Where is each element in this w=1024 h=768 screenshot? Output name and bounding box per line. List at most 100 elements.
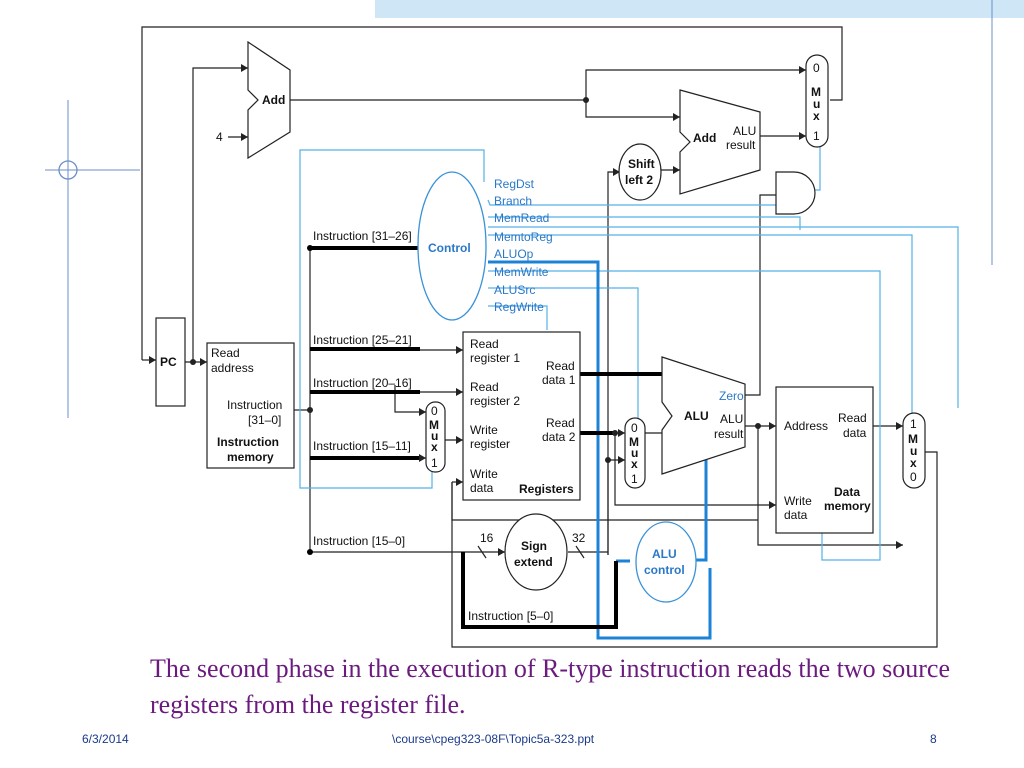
field-20-16: Instruction [20–16] bbox=[313, 376, 412, 390]
instruction-field-labels: Instruction [31–26] Instruction [25–21] … bbox=[313, 229, 553, 623]
alu-control-unit: ALU control bbox=[635, 521, 697, 603]
shift-left-unit: Shift left 2 bbox=[618, 143, 662, 201]
active-paths bbox=[310, 246, 712, 640]
footer-path: \course\cpeg323-08F\Topic5a-323.ppt bbox=[392, 732, 595, 746]
read-data2-2: data 2 bbox=[542, 430, 576, 444]
write-reg-2: register bbox=[470, 437, 510, 451]
signal-regdst: RegDst bbox=[494, 177, 535, 191]
alusrc-mux-in0: 0 bbox=[631, 421, 638, 435]
branch-add-label: Add bbox=[693, 131, 716, 145]
instruction-memory-title-2: memory bbox=[227, 450, 274, 464]
field-15-0: Instruction [15–0] bbox=[313, 534, 405, 548]
control-unit: Control bbox=[417, 171, 487, 321]
read-data1-1: Read bbox=[546, 359, 575, 373]
pc-label: PC bbox=[160, 355, 177, 369]
instruction-memory-title-1: Instruction bbox=[217, 435, 279, 449]
sign-extend-label-2: extend bbox=[514, 555, 553, 569]
write-register-mux: 0 M u x 1 bbox=[425, 401, 446, 473]
instruction-label-2: [31–0] bbox=[248, 413, 281, 427]
dm-title-2: memory bbox=[824, 499, 871, 513]
pc-mux-u: u bbox=[813, 97, 820, 111]
sign-extend-unit: Sign extend 16 32 bbox=[477, 513, 586, 591]
read-reg1-2: register 1 bbox=[470, 351, 520, 365]
pc-mux-m: M bbox=[811, 85, 821, 99]
instruction-label-1: Instruction bbox=[227, 398, 282, 412]
branch-add-result-1: ALU bbox=[733, 124, 756, 138]
signal-memread: MemRead bbox=[494, 211, 549, 225]
field-15-11: Instruction [15–11] bbox=[313, 439, 411, 453]
pc-adder-label: Add bbox=[262, 93, 285, 107]
sign-extend-out-width: 32 bbox=[572, 531, 586, 545]
read-address-label-1: Read bbox=[211, 346, 240, 360]
wr-mux-in1: 1 bbox=[431, 456, 438, 470]
arrow-heads bbox=[149, 64, 903, 556]
slide-caption: The second phase in the execution of R-t… bbox=[150, 654, 950, 719]
wr-mux-u: u bbox=[431, 429, 438, 443]
write-reg-1: Write bbox=[470, 423, 498, 437]
alusrc-mux-m: M bbox=[629, 435, 639, 449]
registers-title: Registers bbox=[519, 482, 574, 496]
dm-address: Address bbox=[784, 419, 828, 433]
read-data2-1: Read bbox=[546, 416, 575, 430]
signal-regwrite: RegWrite bbox=[494, 300, 544, 314]
alusrc-mux-in1: 1 bbox=[631, 472, 638, 486]
field-31-26: Instruction [31–26] bbox=[313, 229, 412, 243]
read-reg2-2: register 2 bbox=[470, 394, 520, 408]
pc-adder: Add bbox=[247, 40, 291, 160]
read-address-label-2: address bbox=[211, 361, 254, 375]
wr-mux-x: x bbox=[431, 440, 438, 454]
shift-label-2: left 2 bbox=[625, 173, 653, 187]
alu-control-label-1: ALU bbox=[652, 547, 677, 561]
m2r-mux-u: u bbox=[910, 444, 917, 458]
alu-control-label-2: control bbox=[644, 563, 685, 577]
read-data1-2: data 1 bbox=[542, 373, 576, 387]
signal-memtoreg: MemtoReg bbox=[494, 230, 553, 244]
alusrc-mux-x: x bbox=[631, 457, 638, 471]
m2r-mux-in1: 1 bbox=[910, 417, 917, 431]
branch-add-result-2: result bbox=[726, 138, 756, 152]
write-data-2: data bbox=[470, 481, 494, 495]
sign-extend-label-1: Sign bbox=[521, 539, 547, 553]
field-5-0: Instruction [5–0] bbox=[468, 609, 553, 623]
main-alu: ALU Zero ALU result bbox=[661, 356, 746, 475]
register-file: Read register 1 Read register 2 Write re… bbox=[462, 331, 581, 501]
branch-and-gate bbox=[775, 171, 816, 215]
read-reg2-1: Read bbox=[470, 380, 499, 394]
instruction-memory: Read address Instruction [31–0] Instruct… bbox=[206, 342, 295, 469]
alusrc-mux-u: u bbox=[631, 446, 638, 460]
alu-result-2: result bbox=[714, 427, 744, 441]
const-four-label: 4 bbox=[216, 130, 223, 144]
pc-mux-x: x bbox=[813, 109, 820, 123]
pc-mux: 0 M u x 1 bbox=[805, 54, 829, 148]
dm-read-data-1: Read bbox=[838, 411, 867, 425]
signal-branch: Branch bbox=[494, 194, 532, 208]
field-25-21: Instruction [25–21] bbox=[313, 333, 412, 347]
pc-register: PC bbox=[155, 317, 186, 407]
m2r-mux-x: x bbox=[910, 456, 917, 470]
alu-src-mux: 0 M u x 1 bbox=[624, 417, 646, 489]
alu-result-1: ALU bbox=[720, 412, 743, 426]
wr-mux-m: M bbox=[429, 418, 439, 432]
signal-memwrite: MemWrite bbox=[494, 265, 549, 279]
dm-title-1: Data bbox=[834, 485, 860, 499]
m2r-mux-m: M bbox=[908, 432, 918, 446]
write-data-1: Write bbox=[470, 467, 498, 481]
junction-dots bbox=[190, 97, 761, 555]
pc-mux-in1: 1 bbox=[813, 129, 820, 143]
slide-decoration bbox=[45, 0, 1024, 418]
datapath-wires bbox=[141, 26, 938, 648]
signal-alusrc: ALUSrc bbox=[494, 283, 535, 297]
signal-aluop: ALUOp bbox=[494, 247, 534, 261]
control-wires bbox=[299, 145, 959, 561]
m2r-mux-in0: 0 bbox=[910, 470, 917, 484]
control-label: Control bbox=[428, 241, 471, 255]
dm-read-data-2: data bbox=[843, 426, 867, 440]
dm-write-data-1: Write bbox=[784, 494, 812, 508]
data-memory: Address Read data Write data Data memory bbox=[775, 386, 874, 534]
read-reg1-1: Read bbox=[470, 337, 499, 351]
shift-label-1: Shift bbox=[628, 157, 655, 171]
footer-date: 6/3/2014 bbox=[82, 732, 129, 746]
alu-label: ALU bbox=[684, 409, 709, 423]
control-signal-labels: RegDst Branch MemRead MemtoReg ALUOp Mem… bbox=[494, 177, 553, 314]
